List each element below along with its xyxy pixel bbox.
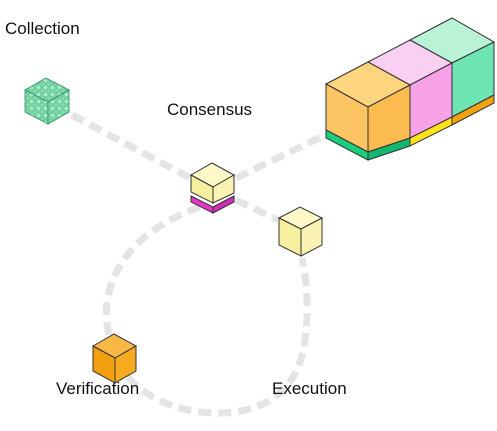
execution-cube xyxy=(277,206,324,257)
path-consensus-loop xyxy=(102,203,311,417)
label-execution: Execution xyxy=(272,379,347,398)
path-collection-to-consensus xyxy=(70,111,192,182)
verification-cube xyxy=(91,333,138,384)
path-consensus-to-chain xyxy=(234,131,327,182)
block-chain xyxy=(324,17,496,161)
flow-path xyxy=(70,111,327,417)
consensus-cube xyxy=(189,162,236,214)
label-verification: Verification xyxy=(56,379,140,398)
label-collection: Collection xyxy=(5,19,80,38)
collection-cube xyxy=(24,77,70,125)
label-consensus: Consensus xyxy=(167,100,253,119)
path-consensus-to-execution xyxy=(234,196,280,224)
